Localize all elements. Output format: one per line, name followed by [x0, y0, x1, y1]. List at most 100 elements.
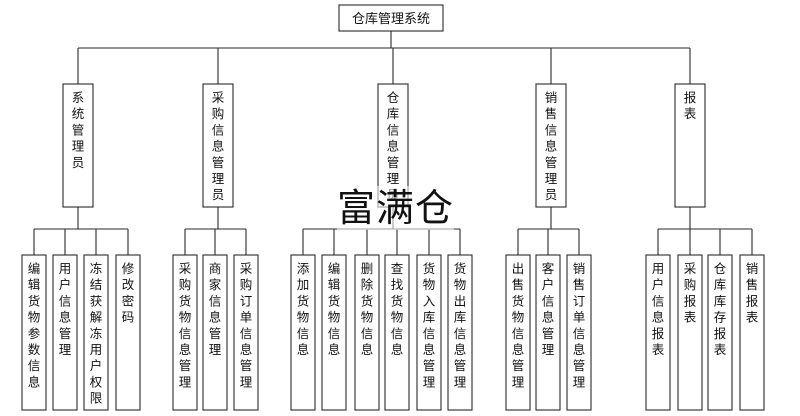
branch-box-4 — [674, 83, 706, 208]
leaf-label-1-1-char: 息 — [209, 310, 222, 325]
leaf-label-3-2-char: 理 — [573, 374, 586, 389]
leaf-label-3-0-char: 理 — [512, 374, 525, 389]
leaf-label-3-1-char: 理 — [542, 342, 555, 357]
chart-nodes: 仓库管理系统 系统管理员编辑货物参数信息用户信息管理冻结获解冻用户权限修改密码采… — [21, 4, 765, 411]
watermark-text: 富满仓 — [337, 186, 455, 230]
branch-label-1-char: 购 — [212, 106, 225, 121]
leaf-label-0-0-char: 编 — [28, 261, 41, 276]
branch-label-1-char: 信 — [212, 122, 225, 137]
leaf-label-2-2-char: 除 — [361, 277, 374, 292]
leaf-label-0-1-char: 息 — [59, 310, 72, 325]
leaf-box-4-0 — [645, 254, 671, 411]
leaf-label-2-0-char: 添 — [297, 261, 310, 276]
leaf-label-3-2-char: 售 — [573, 277, 586, 292]
leaf-label-1-2-char: 息 — [240, 342, 253, 357]
leaf-label-3-0-char: 物 — [512, 310, 525, 325]
leaf-label-0-1-char: 管 — [59, 326, 72, 341]
leaf-label-1-2-char: 管 — [240, 358, 253, 373]
leaf-label-1-1-char: 信 — [209, 293, 222, 308]
leaf-label-4-2-char: 存 — [714, 310, 727, 325]
leaf-label-1-2-char: 购 — [240, 277, 253, 292]
branch-label-2-char: 信 — [387, 122, 400, 137]
leaf-label-2-5-char: 信 — [454, 326, 467, 341]
branch-box-1 — [202, 83, 234, 208]
leaf-box-3-1 — [535, 254, 561, 411]
leaf-label-2-1-char: 物 — [328, 310, 341, 325]
branch-node-4: 报表 — [674, 83, 706, 208]
leaf-label-0-3-char: 密 — [122, 293, 135, 308]
leaf-box-1-1 — [202, 254, 228, 411]
leaf-label-4-1-char: 采 — [684, 261, 697, 276]
leaf-label-3-2-char: 息 — [573, 342, 586, 357]
leaf-label-2-3-char: 找 — [391, 277, 404, 292]
branch-label-1-char: 员 — [212, 187, 225, 202]
leaf-label-3-0-char: 售 — [512, 277, 525, 292]
leaf-label-2-5-char: 物 — [454, 277, 467, 292]
branch-label-3-char: 理 — [545, 171, 558, 186]
branch-label-1-char: 采 — [212, 90, 225, 105]
leaf-label-3-0-char: 货 — [512, 293, 525, 308]
leaf-label-3-1-char: 信 — [542, 293, 555, 308]
leaf-label-2-5-char: 理 — [454, 374, 467, 389]
leaf-label-4-3-char: 表 — [746, 310, 759, 325]
leaf-label-2-4-char: 理 — [423, 374, 436, 389]
leaf-label-2-4-char: 库 — [423, 310, 436, 325]
leaf-label-2-2-char: 删 — [361, 261, 374, 276]
leaf-label-2-5-char: 息 — [454, 342, 467, 357]
branch-label-3-char: 售 — [545, 106, 558, 121]
branch-label-2-char: 理 — [387, 171, 400, 186]
leaf-box-0-3 — [115, 254, 141, 411]
leaf-label-2-1-char: 货 — [328, 293, 341, 308]
leaf-label-1-2-char: 信 — [240, 326, 253, 341]
leaf-label-1-2-char: 订 — [240, 293, 253, 308]
leaf-label-4-0-char: 用 — [652, 261, 665, 276]
leaf-label-2-0-char: 货 — [297, 293, 310, 308]
leaf-label-0-2-char: 限 — [90, 391, 103, 406]
leaf-label-2-0-char: 息 — [297, 342, 310, 357]
leaf-label-3-0-char: 出 — [512, 261, 525, 276]
leaf-label-4-1-char: 报 — [684, 293, 697, 308]
branch-label-2-char: 息 — [387, 139, 400, 154]
leaf-label-4-2-char: 库 — [714, 277, 727, 292]
leaf-label-4-1-char: 表 — [684, 310, 697, 325]
leaf-label-4-0-char: 息 — [652, 310, 665, 325]
branch-label-3-char: 销 — [545, 90, 558, 105]
leaf-label-0-0-char: 信 — [28, 358, 41, 373]
leaf-label-1-0-char: 息 — [179, 342, 192, 357]
leaf-label-2-3-char: 货 — [391, 293, 404, 308]
leaf-label-0-2-char: 户 — [90, 358, 103, 373]
leaf-label-4-2-char: 仓 — [714, 261, 727, 276]
branch-label-3-char: 员 — [545, 187, 558, 202]
leaf-label-2-5-char: 库 — [454, 310, 467, 325]
leaf-label-1-0-char: 理 — [179, 374, 192, 389]
leaf-box-4-2 — [707, 254, 733, 411]
branch-label-1-char: 息 — [212, 139, 225, 154]
leaf-label-0-1-char: 户 — [59, 277, 72, 292]
leaf-label-3-2-char: 订 — [573, 293, 586, 308]
leaf-label-0-2-char: 解 — [90, 310, 103, 325]
leaf-label-0-2-char: 用 — [90, 342, 103, 357]
branch-label-3-char: 息 — [545, 139, 558, 154]
leaf-label-0-0-char: 息 — [28, 374, 41, 389]
leaf-label-1-0-char: 管 — [179, 358, 192, 373]
leaf-label-0-0-char: 货 — [28, 293, 41, 308]
leaf-box-2-5 — [447, 254, 473, 411]
leaf-label-2-2-char: 货 — [361, 293, 374, 308]
leaf-label-0-0-char: 参 — [28, 326, 41, 341]
leaf-label-3-2-char: 信 — [573, 326, 586, 341]
leaf-label-0-2-char: 权 — [90, 374, 103, 389]
leaf-label-1-0-char: 货 — [179, 293, 192, 308]
